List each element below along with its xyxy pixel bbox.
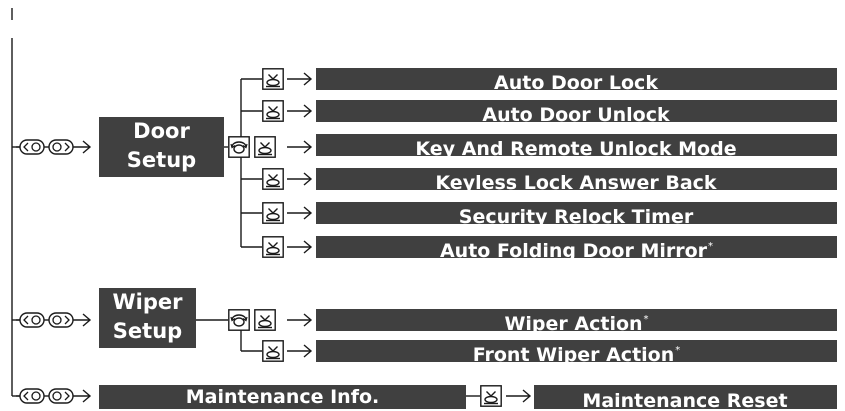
wiper-setup-menu: Wiper Setup — [99, 288, 196, 348]
setting-wiper-action: Wiper Action* — [316, 309, 837, 331]
arrow-right-icon — [287, 72, 312, 86]
select-knob-icon — [262, 236, 284, 258]
connector-lines — [11, 8, 480, 397]
setting-label: Auto Door Unlock — [482, 104, 670, 122]
select-knob-icon — [262, 340, 284, 362]
footnote-asterisk: * — [675, 345, 681, 356]
setting-label: Auto Folding Door Mirror — [439, 240, 708, 258]
wiper-setup-label-line1: Wiper — [112, 290, 183, 314]
setting-label: Auto Door Lock — [494, 72, 658, 90]
selector-left-right-icon — [16, 139, 91, 155]
door-setup-label-line1: Door — [133, 119, 190, 143]
selector-left-right-icon — [16, 388, 91, 404]
footnote-asterisk: * — [708, 241, 714, 252]
door-setup-label-line2: Setup — [126, 148, 197, 172]
arrow-right-icon — [287, 140, 312, 154]
select-knob-icon — [254, 136, 276, 158]
footnote-asterisk: * — [643, 314, 649, 325]
setting-label: Maintenance Reset — [582, 390, 788, 409]
arrow-right-icon — [287, 206, 312, 220]
setting-label: Security Relock Timer — [458, 206, 694, 224]
setting-auto-door-lock: Auto Door Lock — [316, 68, 837, 90]
arrow-right-icon — [506, 389, 531, 403]
setting-security-relock-timer: Security Relock Timer — [316, 202, 837, 224]
maintenance-info-menu: Maintenance Info. — [99, 385, 466, 409]
arrow-right-icon — [287, 344, 312, 358]
select-knob-icon — [262, 168, 284, 190]
setting-label: Key And Remote Unlock Mode — [415, 138, 737, 156]
arrow-right-icon — [287, 104, 312, 118]
select-knob-icon — [262, 202, 284, 224]
setting-key-and-remote-unlock-mode: Key And Remote Unlock Mode — [316, 134, 837, 156]
setting-keyless-lock-answer-back: Keyless Lock Answer Back — [316, 168, 837, 190]
rotate-knob-icon — [228, 136, 250, 158]
rotate-knob-icon — [228, 309, 250, 331]
select-knob-icon — [262, 68, 284, 90]
wiper-setup-label-line2: Setup — [112, 319, 183, 343]
door-setup-menu: Door Setup — [99, 117, 224, 177]
setting-auto-folding-door-mirror: Auto Folding Door Mirror* — [316, 236, 837, 258]
selector-left-right-icon — [16, 312, 91, 328]
setting-maintenance-reset: Maintenance Reset — [534, 385, 837, 409]
setting-label: Front Wiper Action — [472, 344, 675, 362]
setting-front-wiper-action: Front Wiper Action* — [316, 340, 837, 362]
select-knob-icon — [254, 309, 276, 331]
select-knob-icon — [262, 100, 284, 122]
select-knob-icon — [480, 385, 502, 407]
arrow-right-icon — [287, 240, 312, 254]
setting-label: Keyless Lock Answer Back — [435, 172, 717, 190]
setting-auto-door-unlock: Auto Door Unlock — [316, 100, 837, 122]
arrow-right-icon — [287, 313, 312, 327]
setting-label: Wiper Action — [504, 313, 643, 331]
arrow-right-icon — [287, 172, 312, 186]
